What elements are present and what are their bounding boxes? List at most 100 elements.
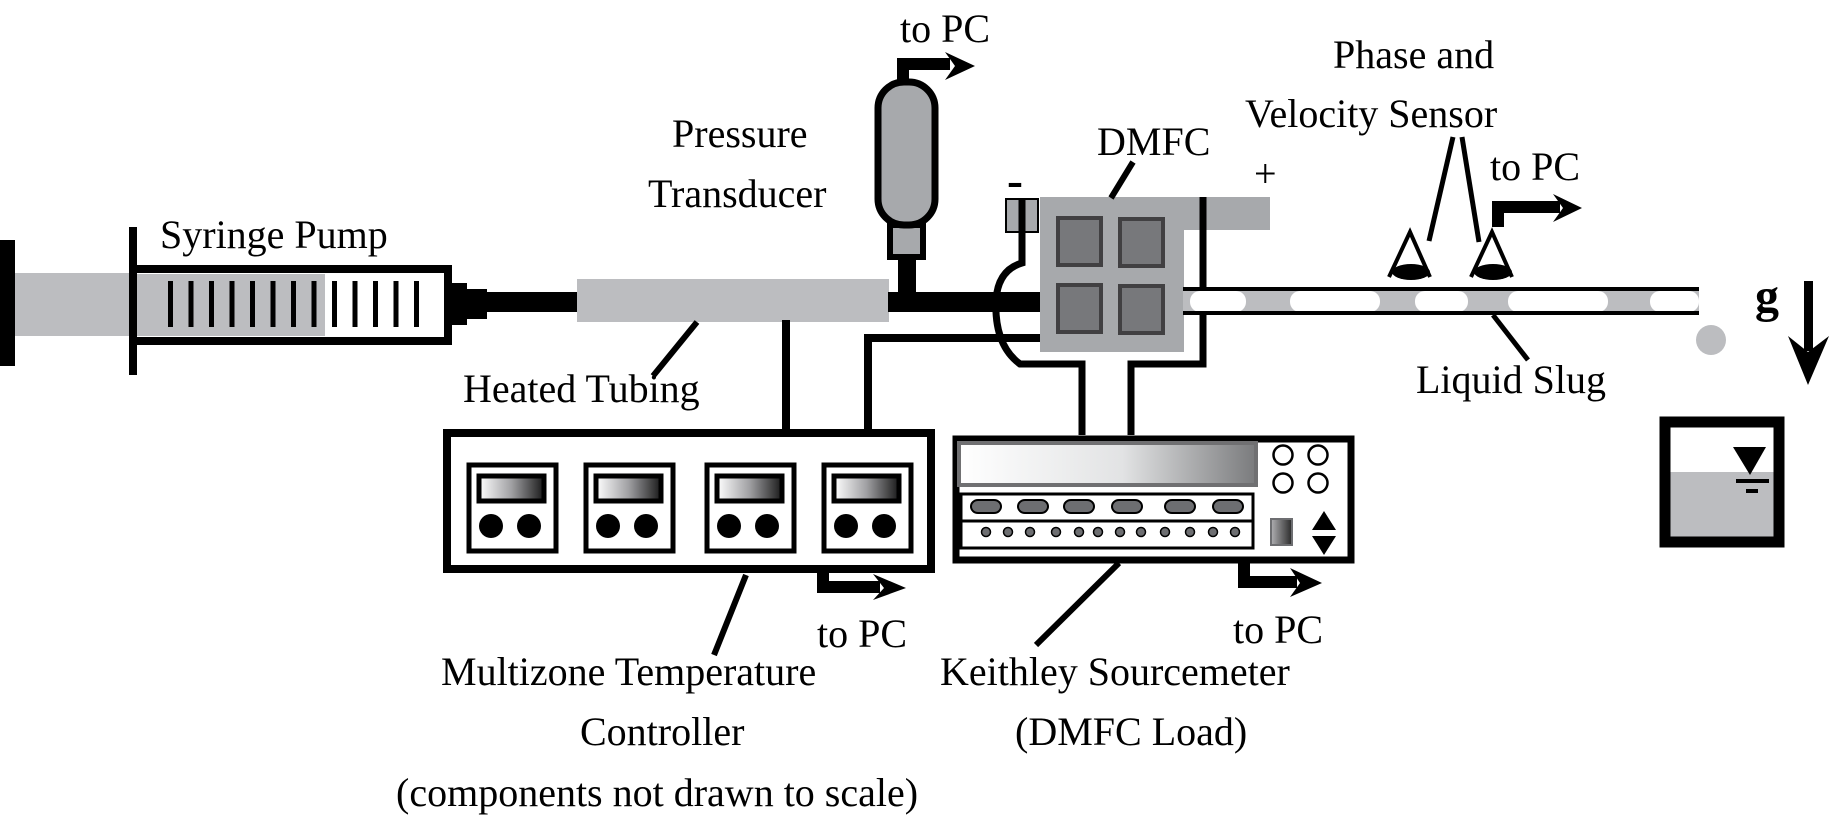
keithley-button [1164,499,1196,514]
keithley-knob [1307,444,1329,466]
temperature-zone-3 [704,462,797,554]
graduation-tick [250,281,255,327]
keithley-button-panel [959,492,1255,523]
syringe-tip [467,289,487,319]
controller-to-pc-label: to PC [817,611,907,656]
keithley-indicator-dot [1024,526,1036,538]
sensor-label-line1: Phase and [1333,32,1494,77]
slug-tube: Liquid Slug [1183,287,1726,402]
keithley-indicator-dot [980,526,992,538]
controller-leader [711,573,749,657]
dmfc-cell [1056,216,1103,267]
multizone-temperature-controller: to PC Multizone Temperature Controller (… [396,429,935,815]
water-level-line [1746,489,1758,493]
syringe-plunger [15,273,133,336]
heated-tubing-leader [650,320,700,378]
keithley-knob [1272,472,1294,494]
arrow-head [1553,194,1582,222]
graduation-tick [393,281,399,327]
negative-wire [992,199,1086,435]
zone-knob [872,514,896,538]
gravity-label: g [1755,270,1779,323]
zone-display [476,473,547,504]
gravity-arrow-head [1788,336,1829,385]
keithley-indicator-dot [1073,526,1085,538]
gas-bubble [1290,291,1380,312]
zone-knob [517,514,541,538]
collection-beaker [1659,416,1785,548]
keithley-knob [1307,472,1329,494]
graduation-tick [229,281,235,327]
down-arrow-icon [1312,536,1336,555]
keithley-display [957,441,1258,487]
keithley-sourcemeter: to PC Keithley Sourcemeter (DMFC Load) [940,435,1355,754]
keithley-label-line1: Keithley Sourcemeter [940,649,1290,694]
transducer-stem [898,255,916,295]
keithley-button [1017,499,1049,514]
dmfc-leader [1108,160,1136,200]
zone-knob [596,514,620,538]
water-level-icon [1733,447,1766,475]
keithley-button [1063,499,1095,514]
sensor-leader-1 [1426,136,1456,242]
gas-bubble [1650,291,1699,312]
zone-display [714,473,785,504]
temperature-zone-1 [466,462,559,554]
zone-knob [634,514,658,538]
syringe-pump-label: Syringe Pump [160,212,388,257]
positive-wire [1127,197,1207,435]
graduation-tick [311,281,317,327]
pressure-transducer: to PC Pressure Transducer [648,6,990,295]
keithley-indicator-dot [1184,526,1196,538]
liquid-slug-label: Liquid Slug [1416,357,1606,402]
keithley-button [970,499,1002,514]
transducer-label-line2: Transducer [648,171,827,216]
syringe-pump: Syringe Pump [0,212,487,375]
heated-tubing-label: Heated Tubing [463,366,700,411]
dmfc: DMFC - + [1005,119,1277,352]
zone-knob [717,514,741,538]
sensor-to-pc-arrow [1492,201,1560,227]
minus-label: - [1007,154,1023,207]
zone-knob [834,514,858,538]
keithley-indicator-dot [1092,526,1104,538]
phase-velocity-sensor: Phase and Velocity Sensor to PC [1245,32,1582,280]
zone-knob [755,514,779,538]
keithley-to-pc-label: to PC [1233,607,1323,652]
sensor-label-line2: Velocity Sensor [1245,91,1497,136]
sensor-to-pc-label: to PC [1490,144,1580,189]
transducer-to-pc-arrow [897,58,950,80]
dmfc-cell [1118,284,1165,335]
keithley-indicator-dot [1207,526,1219,538]
syringe-nozzle [452,283,467,325]
syringe-graduations [168,281,419,327]
plus-label: + [1254,151,1277,196]
pump-end-block [0,240,15,366]
gravity-arrow-shaft [1804,281,1813,351]
up-arrow-icon [1312,511,1336,530]
temperature-zone-4 [821,462,914,554]
keithley-label-line2: (DMFC Load) [1015,709,1247,754]
arrow-head [1290,568,1322,597]
graduation-tick [209,281,214,327]
temp-wire-2 [864,334,1040,432]
transducer-to-pc-label: to PC [900,6,990,51]
gas-bubble [1508,291,1608,312]
dmfc-cell [1056,283,1103,334]
liquid-slug-leader [1491,313,1530,362]
keithley-knob [1272,444,1294,466]
gravity-indicator: g [1755,270,1829,385]
arrow-head [945,52,975,80]
graduation-tick [352,281,358,327]
transducer-label-line1: Pressure [672,111,808,156]
caption-note: (components not drawn to scale) [396,770,918,815]
sensor-eye-1 [1387,227,1432,280]
keithley-small-display [1270,518,1293,546]
graduation-tick [270,281,276,327]
transducer-neck [887,222,926,260]
graduation-tick [168,281,173,327]
graduation-tick [188,281,194,327]
keithley-indicator-dot [1050,526,1062,538]
transducer-body [874,78,939,229]
